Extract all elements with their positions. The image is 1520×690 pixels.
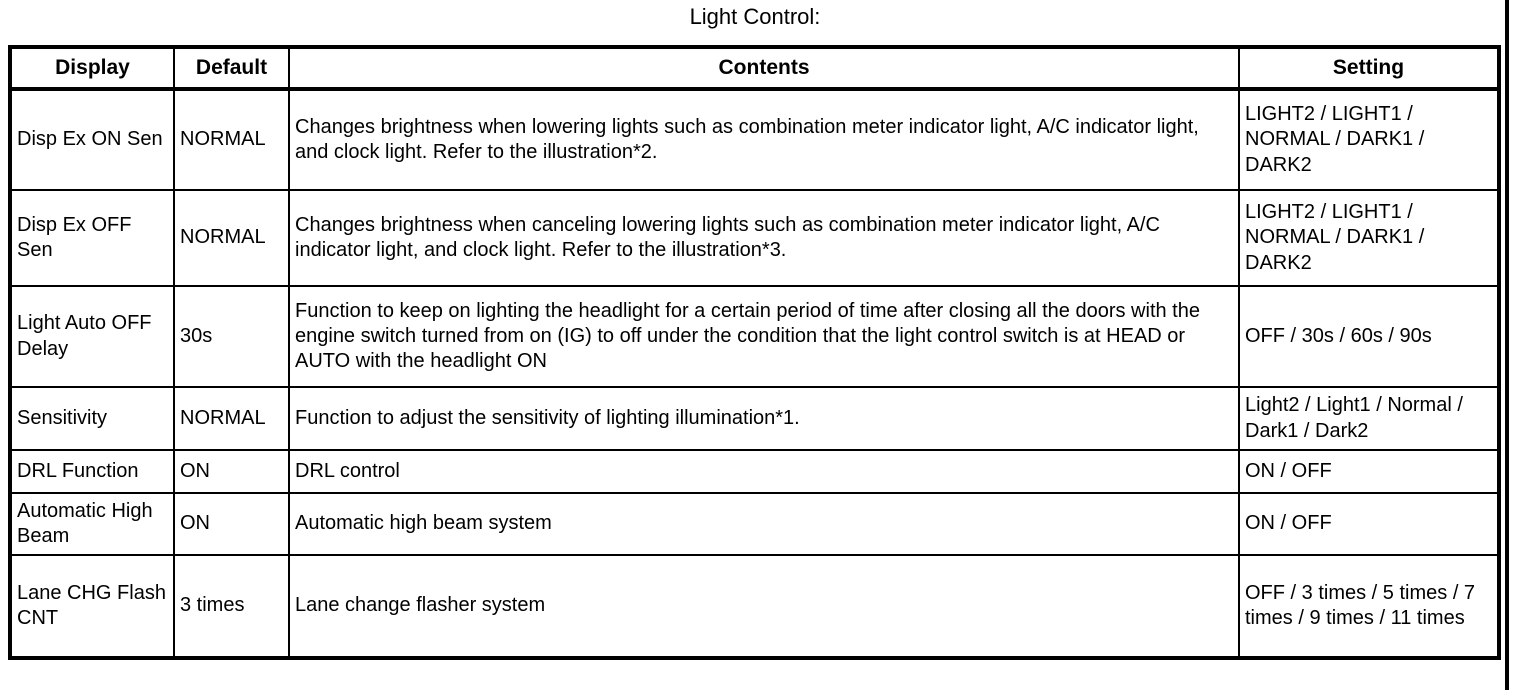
cell-default: NORMAL (173, 88, 290, 191)
cell-default: 3 times (173, 554, 290, 659)
cell-display: Automatic High Beam (9, 492, 175, 556)
table-row: Light Auto OFF Delay 30s Function to kee… (9, 285, 1500, 388)
cell-default: NORMAL (173, 189, 290, 287)
table-row: DRL Function ON DRL control ON / OFF (9, 449, 1500, 494)
cell-setting: ON / OFF (1238, 492, 1500, 556)
cell-setting: LIGHT2 / LIGHT1 / NORMAL / DARK1 / DARK2 (1238, 88, 1500, 191)
cell-setting: OFF / 30s / 60s / 90s (1238, 285, 1500, 388)
table-row: Automatic High Beam ON Automatic high be… (9, 492, 1500, 556)
header-display: Display (9, 46, 175, 91)
table-row: Disp Ex OFF Sen NORMAL Changes brightnes… (9, 189, 1500, 287)
cell-contents: Changes brightness when canceling loweri… (288, 189, 1240, 287)
cell-setting: Light2 / Light1 / Normal / Dark1 / Dark2 (1238, 386, 1500, 451)
cell-display: Lane CHG Flash CNT (9, 554, 175, 659)
cell-setting: ON / OFF (1238, 449, 1500, 494)
page-edge-line (1505, 0, 1509, 690)
cell-default: ON (173, 449, 290, 494)
header-default: Default (173, 46, 290, 91)
cell-display: Disp Ex ON Sen (9, 88, 175, 191)
cell-display: Disp Ex OFF Sen (9, 189, 175, 287)
cell-contents: Changes brightness when lowering lights … (288, 88, 1240, 191)
cell-setting: LIGHT2 / LIGHT1 / NORMAL / DARK1 / DARK2 (1238, 189, 1500, 287)
cell-setting: OFF / 3 times / 5 times / 7 times / 9 ti… (1238, 554, 1500, 659)
cell-contents: Function to adjust the sensitivity of li… (288, 386, 1240, 451)
cell-contents: DRL control (288, 449, 1240, 494)
cell-contents: Lane change flasher system (288, 554, 1240, 659)
cell-default: ON (173, 492, 290, 556)
header-contents: Contents (288, 46, 1240, 91)
table-row: Disp Ex ON Sen NORMAL Changes brightness… (9, 88, 1500, 191)
cell-display: Light Auto OFF Delay (9, 285, 175, 388)
table-row: Lane CHG Flash CNT 3 times Lane change f… (9, 554, 1500, 659)
cell-display: DRL Function (9, 449, 175, 494)
header-setting: Setting (1238, 46, 1500, 91)
table-body: Disp Ex ON Sen NORMAL Changes brightness… (9, 88, 1500, 659)
cell-contents: Automatic high beam system (288, 492, 1240, 556)
cell-default: NORMAL (173, 386, 290, 451)
cell-display: Sensitivity (9, 386, 175, 451)
table-row: Sensitivity NORMAL Function to adjust th… (9, 386, 1500, 451)
page-title: Light Control: (689, 4, 821, 29)
cell-default: 30s (173, 285, 290, 388)
light-control-table: Display Default Contents Setting Disp Ex… (8, 45, 1501, 660)
cell-contents: Function to keep on lighting the headlig… (288, 285, 1240, 388)
table-header-row: Display Default Contents Setting (9, 46, 1500, 91)
